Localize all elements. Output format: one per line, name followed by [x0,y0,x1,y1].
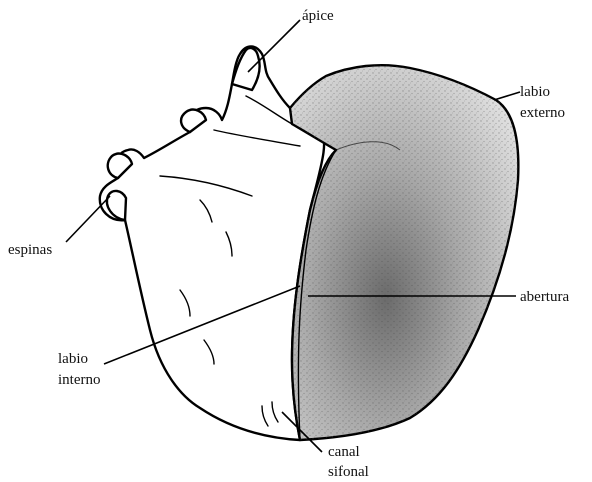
leader-outer-lip [494,92,520,100]
label-spines: espinas [8,242,52,258]
aperture-texture [290,65,518,440]
label-siphonal-line2: sifonal [328,464,369,480]
label-outer-lip-line1: labio [520,84,550,100]
label-siphonal-line1: canal [328,444,360,460]
label-outer-lip-line2: externo [520,105,565,121]
label-inner-lip-line2: interno [58,372,101,388]
label-aperture: abertura [520,289,569,305]
shell-body [100,47,324,441]
label-apex: ápice [302,8,334,24]
label-inner-lip-line1: labio [58,351,88,367]
leader-apex [248,20,300,72]
leader-spines [66,196,110,242]
spine-top [232,48,260,90]
